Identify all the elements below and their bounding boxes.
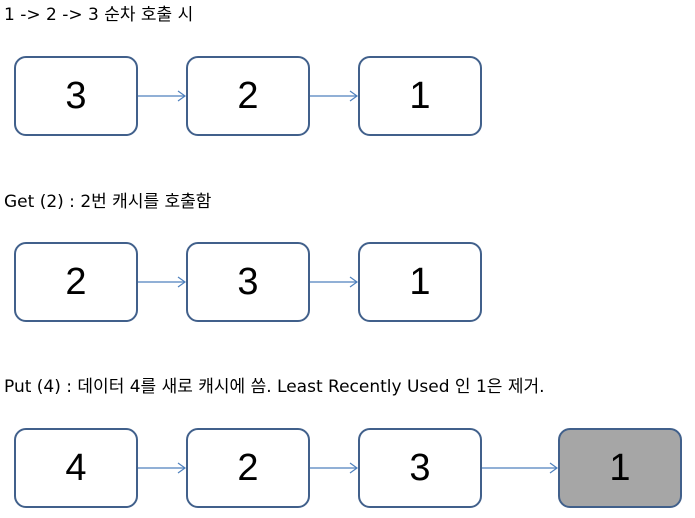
section-3-node-3: 3 (358, 428, 482, 508)
section-2-node-1: 2 (14, 242, 138, 322)
section-1-node-1: 3 (14, 56, 138, 136)
section-2-arrow-2 (310, 276, 359, 288)
section-3-arrow-1 (138, 462, 187, 474)
section-1-node-3: 1 (358, 56, 482, 136)
section-1-node-2: 2 (186, 56, 310, 136)
section-2-arrow-1 (138, 276, 187, 288)
section-3-arrow-3 (482, 462, 559, 474)
section-3-arrow-2 (310, 462, 359, 474)
section-1-caption: 1 -> 2 -> 3 순차 호출 시 (4, 5, 194, 25)
section-1-arrow-2 (310, 90, 359, 102)
section-1-arrow-1 (138, 90, 187, 102)
section-2-node-2: 3 (186, 242, 310, 322)
section-2-node-3: 1 (358, 242, 482, 322)
section-3-evicted-node: 1 (558, 428, 682, 508)
section-3-caption: Put (4) : 데이터 4를 새로 캐시에 씀. Least Recentl… (4, 377, 545, 397)
section-2-caption: Get (2) : 2번 캐시를 호출함 (4, 192, 212, 212)
section-3-node-1: 4 (14, 428, 138, 508)
section-3-node-2: 2 (186, 428, 310, 508)
